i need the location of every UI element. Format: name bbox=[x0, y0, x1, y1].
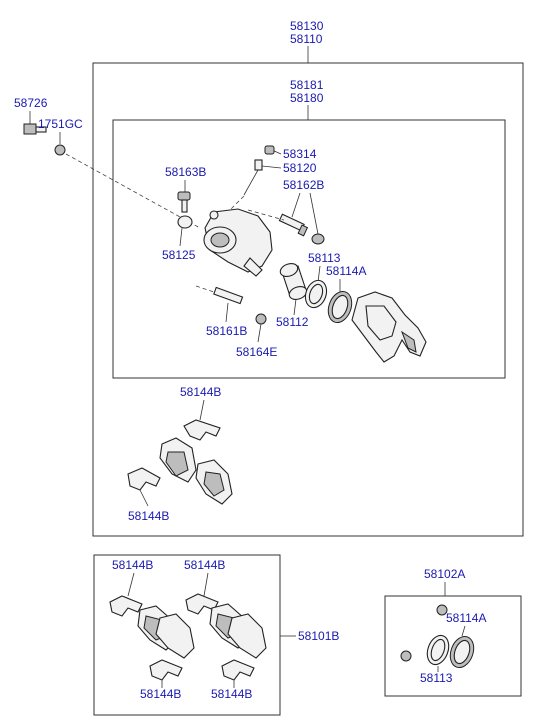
label-58144b-kit-1[interactable]: 58144B bbox=[112, 558, 153, 572]
dash-lower-pin bbox=[195, 285, 215, 293]
label-58162b[interactable]: 58162B bbox=[283, 178, 324, 192]
leader-kit-1 bbox=[127, 572, 135, 597]
piston-58112[interactable] bbox=[278, 261, 308, 301]
seal-kit-frame bbox=[384, 595, 522, 697]
boot-58114a-inner bbox=[331, 294, 349, 320]
kit-pad-2[interactable] bbox=[155, 613, 195, 659]
bolt-58163b[interactable] bbox=[177, 191, 191, 213]
leader-58144b-top bbox=[199, 399, 205, 421]
label-58144b-top[interactable]: 58144B bbox=[180, 385, 221, 399]
brake-pad-inner[interactable] bbox=[159, 437, 197, 483]
label-1751gc[interactable]: 1751GC bbox=[38, 117, 83, 131]
washer-1751gc[interactable] bbox=[54, 144, 66, 156]
label-58112[interactable]: 58112 bbox=[276, 315, 309, 329]
brake-pad-outer[interactable] bbox=[195, 459, 233, 505]
leader-58120 bbox=[261, 165, 282, 169]
leader-58113 bbox=[317, 265, 321, 283]
bleeder-screw-58120[interactable] bbox=[243, 159, 263, 196]
leader-58125 bbox=[179, 227, 183, 247]
leader-seal-kit-58114a bbox=[461, 625, 466, 637]
kit-pad-clip-4[interactable] bbox=[221, 659, 255, 681]
caliper-carrier-bracket[interactable] bbox=[351, 291, 427, 363]
label-58144b-kit-2[interactable]: 58144B bbox=[184, 558, 225, 572]
boot-58164e[interactable] bbox=[255, 313, 267, 325]
label-seal-kit-58114a[interactable]: 58114A bbox=[446, 611, 486, 625]
label-58163b[interactable]: 58163B bbox=[165, 165, 206, 179]
kit-pad-clip-3[interactable] bbox=[149, 659, 183, 681]
dash-pin bbox=[247, 209, 285, 221]
guide-pin-58162b[interactable] bbox=[278, 213, 309, 237]
label-58144b-kit-4[interactable]: 58144B bbox=[211, 687, 252, 701]
label-58102a[interactable]: 58102A bbox=[424, 567, 465, 581]
caliper-frame bbox=[112, 119, 506, 379]
label-58113[interactable]: 58113 bbox=[308, 251, 341, 265]
leader-58162b-b bbox=[309, 192, 319, 235]
caliper-body[interactable] bbox=[203, 208, 273, 277]
kit-pad-4[interactable] bbox=[227, 613, 267, 659]
pad-kit-frame bbox=[93, 554, 281, 716]
seal-58113-inner bbox=[308, 283, 324, 305]
seal-kit-washer-top[interactable] bbox=[436, 604, 448, 616]
label-58180[interactable]: 58180 bbox=[290, 91, 324, 105]
label-58164e[interactable]: 58164E bbox=[236, 345, 277, 359]
label-58101b[interactable]: 58101B bbox=[298, 629, 339, 643]
pad-clip-upper[interactable] bbox=[183, 419, 221, 441]
seal-kit-washer-left[interactable] bbox=[400, 650, 412, 662]
label-58114a[interactable]: 58114A bbox=[326, 264, 366, 278]
label-58120[interactable]: 58120 bbox=[283, 161, 317, 175]
label-58125[interactable]: 58125 bbox=[162, 248, 196, 262]
bolt-58726[interactable] bbox=[23, 123, 47, 135]
seal-kit-ring-58113-inner bbox=[430, 638, 446, 662]
label-58161b[interactable]: 58161B bbox=[206, 324, 247, 338]
leader-kit-2 bbox=[203, 572, 209, 597]
pad-clip-lower[interactable] bbox=[127, 467, 161, 491]
bolt-58161b[interactable] bbox=[213, 286, 244, 305]
axis-dash-bolt bbox=[65, 153, 201, 229]
label-58110[interactable]: 58110 bbox=[290, 32, 323, 46]
leader-58144b-bottom bbox=[139, 489, 149, 507]
kit-pad-clip-1[interactable] bbox=[109, 595, 143, 617]
label-58314[interactable]: 58314 bbox=[283, 147, 317, 161]
kit-pad-clip-2[interactable] bbox=[185, 593, 219, 615]
label-58726[interactable]: 58726 bbox=[14, 96, 48, 110]
label-58144b-kit-3[interactable]: 58144B bbox=[140, 687, 181, 701]
leader-58164e bbox=[257, 323, 262, 343]
seal-kit-ring-58114a-inner bbox=[453, 639, 471, 665]
leader-58161b bbox=[225, 302, 229, 323]
pin-cap-58162b[interactable] bbox=[311, 233, 325, 245]
leader-58112 bbox=[293, 298, 297, 316]
label-58130[interactable]: 58130 bbox=[290, 19, 324, 33]
label-58181[interactable]: 58181 bbox=[290, 78, 324, 92]
label-58144b-bottom[interactable]: 58144B bbox=[128, 509, 169, 523]
bushing-58125[interactable] bbox=[177, 215, 193, 229]
leader-58162b-a bbox=[291, 192, 301, 218]
label-seal-kit-58113[interactable]: 58113 bbox=[420, 671, 453, 685]
bleeder-cap-58314[interactable] bbox=[264, 145, 275, 155]
